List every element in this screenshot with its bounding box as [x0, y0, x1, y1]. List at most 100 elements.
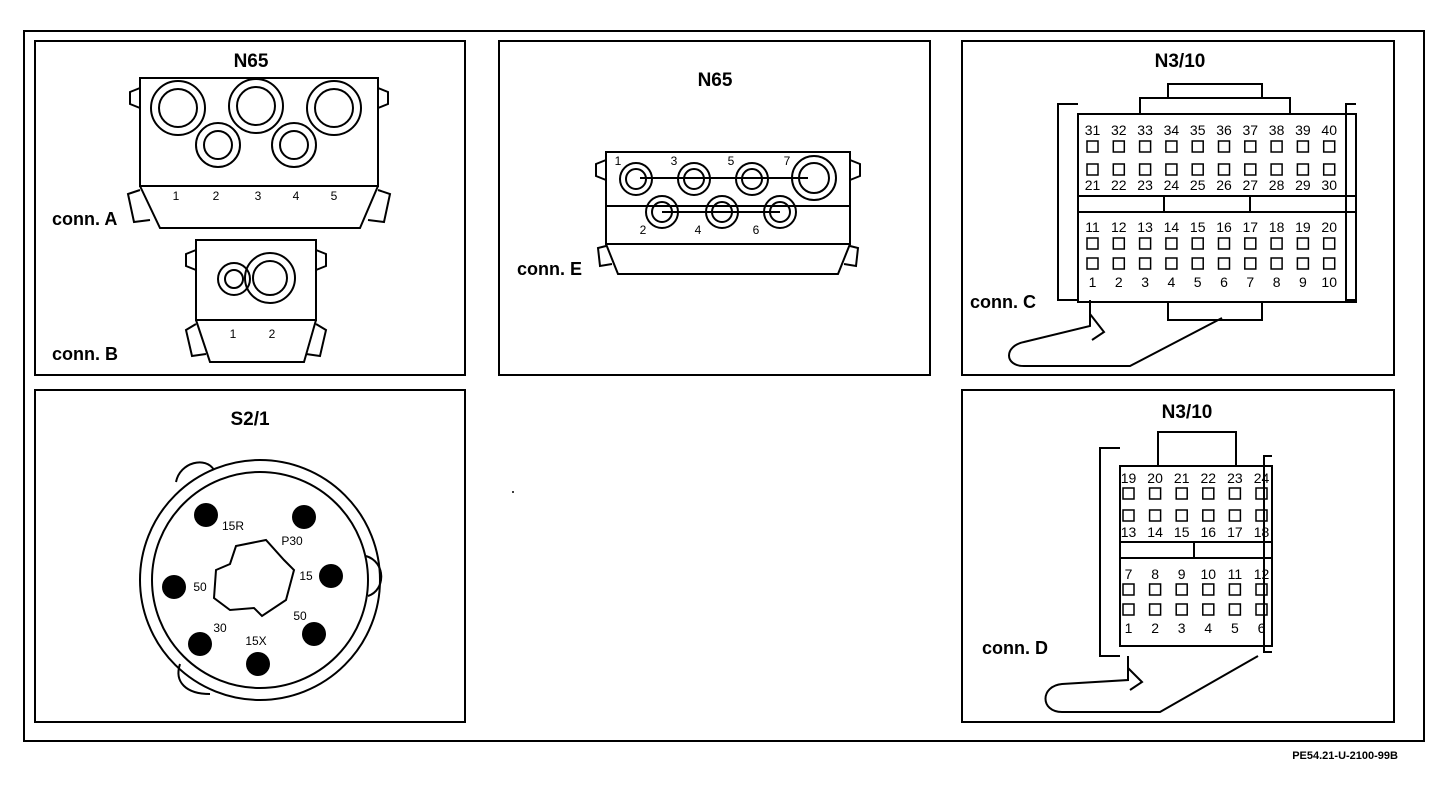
pin-label: 24 [1254, 470, 1270, 486]
pin-cavity [1217, 140, 1231, 153]
pin-label: 6 [1258, 620, 1266, 636]
pin-label: 5 [728, 154, 735, 168]
pin-cavity [1270, 163, 1283, 176]
pin-cavity [1202, 603, 1215, 616]
panel-title: N3/10 [1162, 402, 1213, 423]
pin-label: 6 [1220, 274, 1228, 290]
pin-label: 2 [213, 189, 220, 203]
panel-s2-1: S2/1 15R P30 15 50 30 15X 50 [34, 389, 466, 723]
pin-label: 14 [1164, 219, 1180, 235]
terminal-pins [162, 503, 343, 676]
pin-cavity [1296, 237, 1310, 250]
pin-label: 3 [671, 154, 678, 168]
pin-label: 5 [1194, 274, 1202, 290]
pin-label: 3 [255, 189, 262, 203]
pin-label: 20 [1321, 219, 1337, 235]
pin-cavity [1122, 487, 1135, 500]
pin-label: 1 [615, 154, 622, 168]
pin-cavity [1202, 509, 1215, 522]
pin-label: 23 [1137, 177, 1153, 193]
pin-cavity [1112, 140, 1126, 153]
pin-cavity [1086, 257, 1099, 270]
panel-title: N65 [698, 70, 733, 91]
pin-label: 4 [695, 223, 702, 237]
pin-label: 7 [1246, 274, 1254, 290]
pin-label: 32 [1111, 122, 1127, 138]
pin-cavity [1148, 603, 1162, 616]
pin-label: 21 [1174, 470, 1190, 486]
pin-label: 39 [1295, 122, 1311, 138]
pin-label: 40 [1321, 122, 1337, 138]
pin-cavity [1244, 163, 1257, 176]
pin-label: 5 [331, 189, 338, 203]
pin-cavity [1322, 237, 1336, 250]
connector-e [595, 151, 861, 275]
pin-label: 11 [1228, 566, 1243, 582]
connector-label-a: conn. A [52, 209, 117, 229]
connector-label-c: conn. C [970, 292, 1036, 312]
pin-label: 2 [1115, 274, 1123, 290]
pin-cavity [1122, 583, 1135, 596]
pin-cavity [1255, 603, 1268, 616]
pin-label: 8 [1273, 274, 1281, 290]
pin-cavity [1244, 237, 1257, 250]
pin-label: 3 [1178, 620, 1186, 636]
pin-label: 15 [1190, 219, 1206, 235]
terminal-label: 15R [222, 519, 244, 533]
pin-label: 14 [1147, 524, 1163, 540]
pin-label: 1 [1125, 620, 1133, 636]
pin-cavity [1255, 509, 1268, 522]
pin-cavity [1122, 603, 1135, 616]
pin-label: 31 [1085, 122, 1101, 138]
pin-cavity [1244, 140, 1257, 153]
pin-label: 19 [1295, 219, 1311, 235]
pin-cavity [1228, 509, 1242, 522]
pin-label: 20 [1147, 470, 1163, 486]
pin-cavity [1148, 509, 1162, 522]
panel-frame [498, 40, 931, 376]
pin-cavity [1112, 257, 1126, 270]
pin-label: 18 [1269, 219, 1285, 235]
terminal-label: 50 [193, 580, 207, 594]
connector-a [126, 77, 392, 229]
pin-cavity [1270, 140, 1283, 153]
panel-frame [34, 389, 466, 723]
pin-cavity [1217, 237, 1231, 250]
terminal-label: 30 [213, 621, 227, 635]
pin-label: 12 [1111, 219, 1127, 235]
panel-n65-conn-a-b: N65 1 2 3 4 5 conn. A [34, 40, 466, 376]
pin-cavity [1086, 140, 1099, 153]
pin-cavity [1138, 163, 1152, 176]
pin-label: 4 [1168, 274, 1176, 290]
pin-label: 36 [1216, 122, 1232, 138]
pin-cavity [1191, 257, 1204, 270]
pin-label: 25 [1190, 177, 1206, 193]
panel-n65-conn-e: N65 1 3 5 7 2 4 6 conn. E [498, 40, 931, 376]
pin-label: 21 [1085, 177, 1101, 193]
pin-label: 33 [1137, 122, 1153, 138]
pin-cavity [1165, 140, 1178, 153]
connector-label-e: conn. E [517, 259, 582, 279]
pin-label: 9 [1178, 566, 1186, 582]
pin-label: 38 [1269, 122, 1285, 138]
pin-label: 13 [1137, 219, 1153, 235]
panel-title: S2/1 [230, 409, 270, 430]
pin-cavity [1191, 237, 1204, 250]
pin-label: 16 [1216, 219, 1232, 235]
pin-label: 17 [1227, 524, 1243, 540]
pin-cavity [1270, 237, 1283, 250]
pin-cavity [1270, 257, 1283, 270]
pin-label: 6 [753, 223, 760, 237]
pin-cavity [1191, 163, 1204, 176]
pin-label: 7 [784, 154, 791, 168]
figure-reference: PE54.21-U-2100-99B [1292, 750, 1398, 762]
ignition-switch [139, 459, 383, 701]
connector-d-body [1044, 431, 1273, 713]
pin-label: 10 [1201, 566, 1217, 582]
pin-cavity [1217, 257, 1231, 270]
terminal-label: 50 [293, 609, 307, 623]
